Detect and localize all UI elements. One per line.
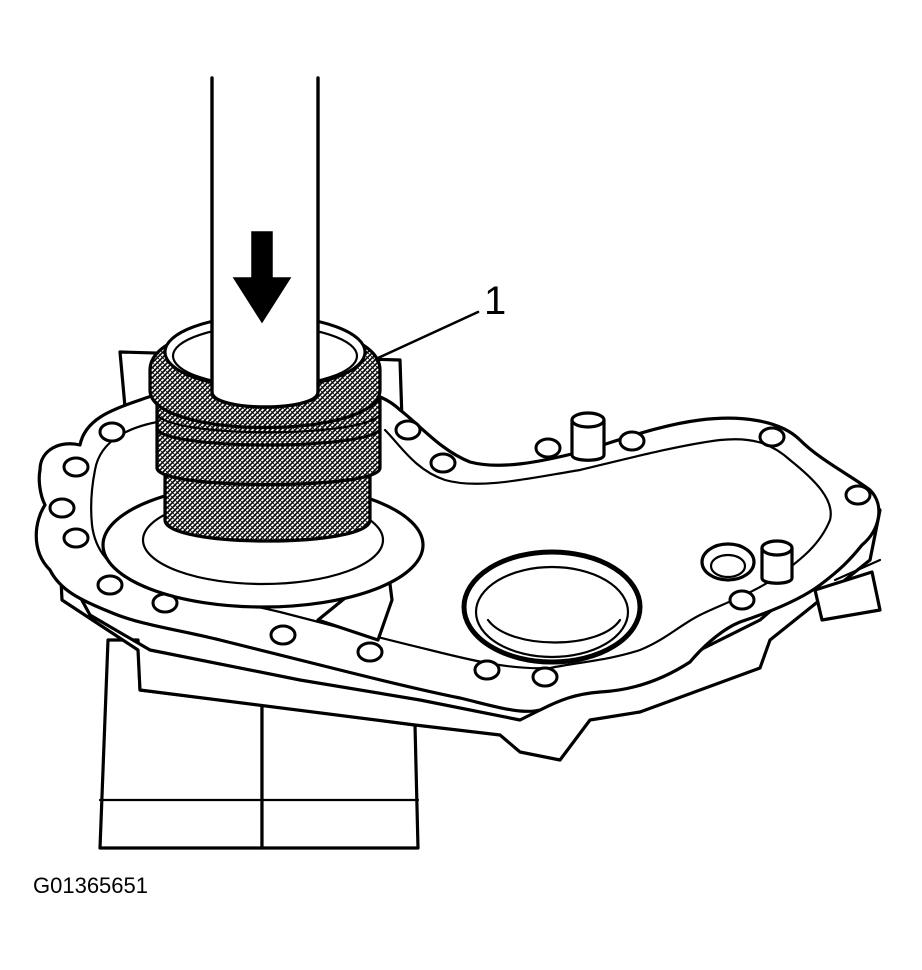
down-arrow-icon	[232, 231, 292, 324]
callout-leader	[376, 310, 480, 360]
figure-id: G01365651	[33, 873, 148, 898]
callout-number: 1	[484, 279, 506, 323]
dowel-pins	[570, 411, 794, 585]
bolt-holes	[48, 419, 872, 688]
center-bore	[461, 549, 643, 665]
side-bore	[700, 542, 756, 582]
